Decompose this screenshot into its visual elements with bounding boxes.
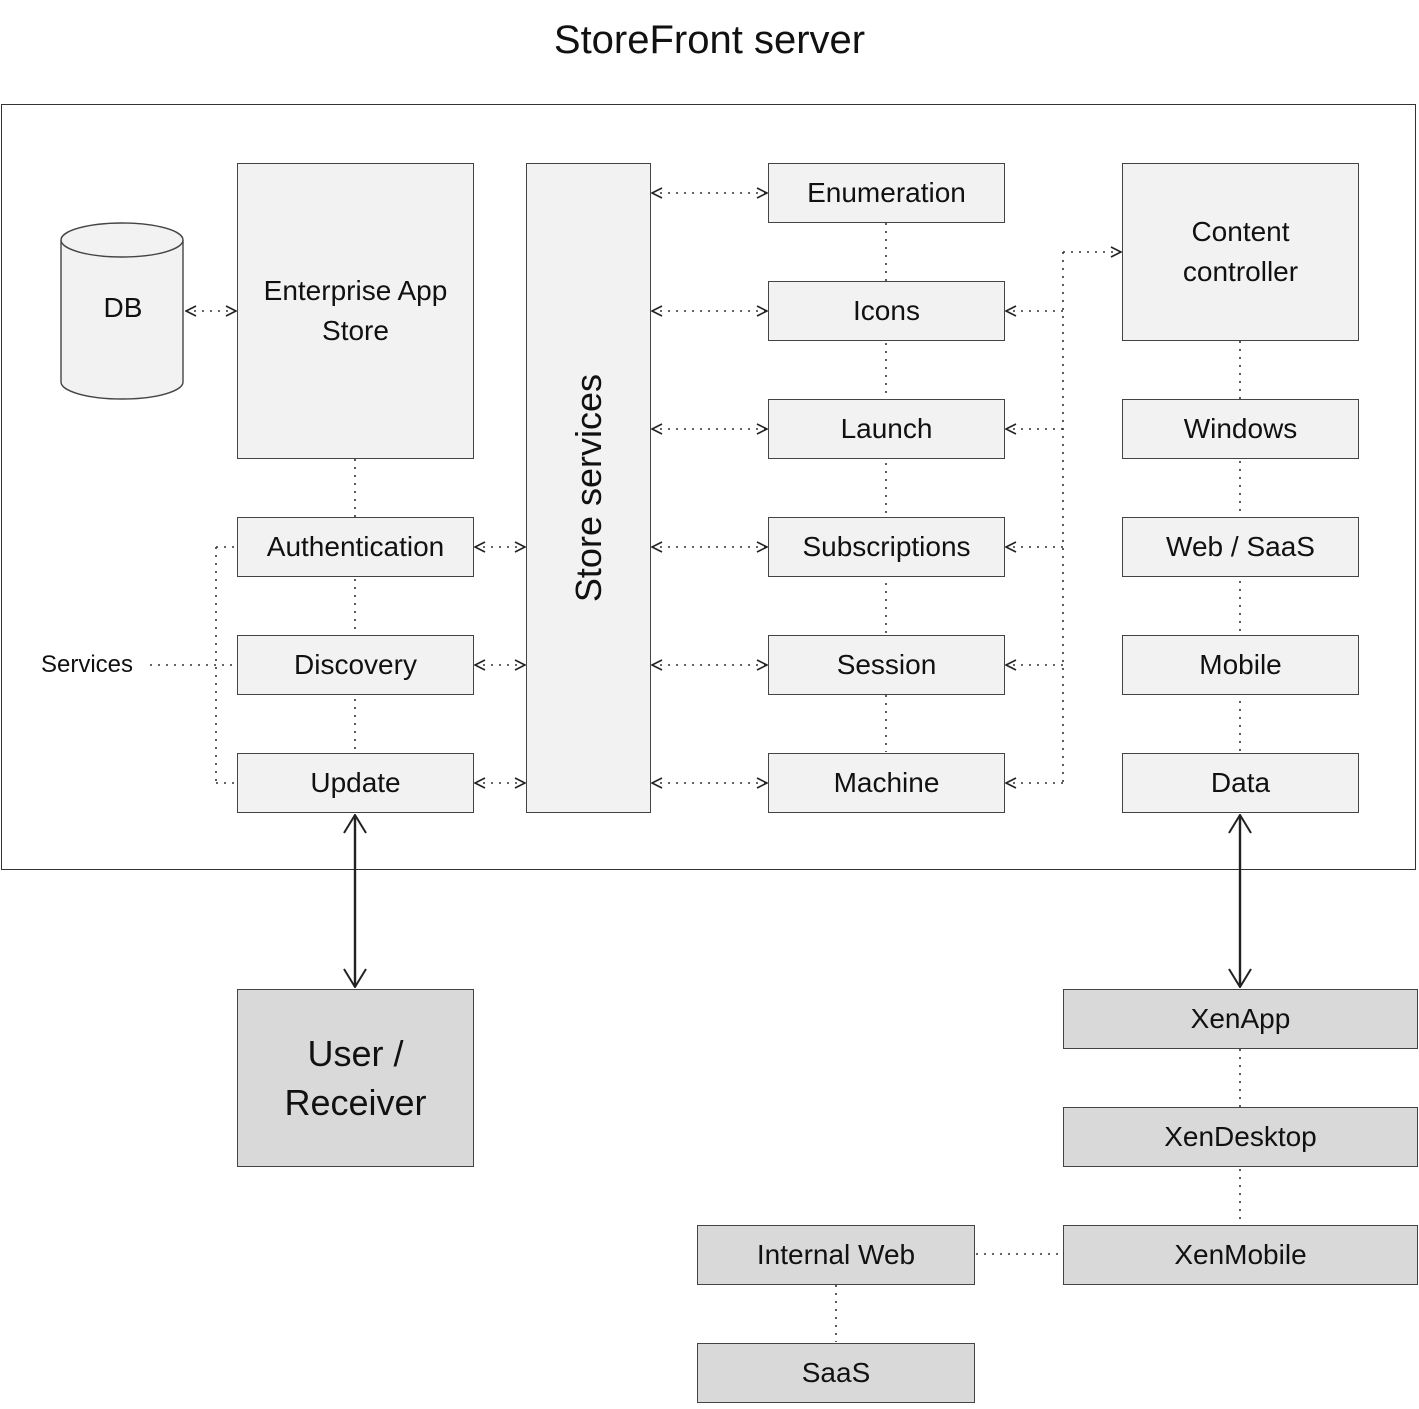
icons-box: Icons [768, 281, 1005, 341]
mobile-box: Mobile [1122, 635, 1359, 695]
web-saas-box: Web / SaaS [1122, 517, 1359, 577]
db-label: DB [103, 292, 143, 323]
user-receiver-box: User / Receiver [237, 989, 474, 1167]
enumeration-box: Enumeration [768, 163, 1005, 223]
subscriptions-box: Subscriptions [768, 517, 1005, 577]
enterprise-app-store-line1: Enterprise App [263, 275, 448, 306]
launch-box: Launch [768, 399, 1005, 459]
db-cylinder-icon [60, 222, 184, 400]
xenapp-box: XenApp [1063, 989, 1418, 1049]
store-services-label: Store services [567, 373, 609, 603]
diagram-title: StoreFront server [553, 18, 866, 62]
machine-box: Machine [768, 753, 1005, 813]
user-receiver-line2: Receiver [284, 1082, 427, 1123]
enterprise-app-store-box: Enterprise App Store [237, 163, 474, 459]
xendesktop-box: XenDesktop [1063, 1107, 1418, 1167]
internal-web-box: Internal Web [697, 1225, 975, 1285]
storefront-server-frame [1, 104, 1416, 870]
xenmobile-box: XenMobile [1063, 1225, 1418, 1285]
content-controller-box: Content controller [1122, 163, 1359, 341]
authentication-box: Authentication [237, 517, 474, 577]
saas-box: SaaS [697, 1343, 975, 1403]
content-controller-line1: Content [1191, 216, 1290, 247]
update-box: Update [237, 753, 474, 813]
data-box: Data [1122, 753, 1359, 813]
store-services-box: Store services [526, 163, 651, 813]
enterprise-app-store-line2: Store [322, 315, 389, 346]
content-controller-line2: controller [1182, 256, 1299, 287]
session-box: Session [768, 635, 1005, 695]
user-receiver-line1: User / [307, 1033, 404, 1074]
services-label: Services [41, 651, 134, 678]
windows-box: Windows [1122, 399, 1359, 459]
discovery-box: Discovery [237, 635, 474, 695]
